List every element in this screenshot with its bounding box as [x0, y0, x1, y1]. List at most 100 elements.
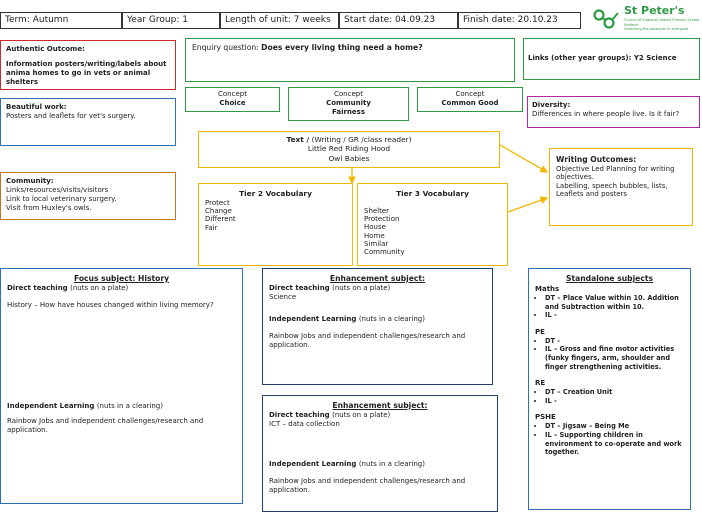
vocab-word: Protection	[364, 215, 400, 224]
concept-choice-box: Concept Choice	[185, 87, 280, 112]
direct-teaching-note: (nuts on a plate)	[70, 284, 129, 292]
school-tagline: Unlocking the potential in everyone	[624, 27, 689, 32]
subject-item: IL – Supporting children in environment …	[545, 431, 684, 457]
tier3-title: Tier 3 Vocabulary	[396, 189, 469, 198]
independent-learning-note: (nuts in a clearing)	[358, 315, 425, 323]
focus-subject-box: Focus subject: History Direct teaching (…	[0, 268, 243, 504]
subject-item: DT -	[545, 337, 684, 346]
subject-item: DT – Place Value within 10. Addition and…	[545, 294, 684, 311]
independent-learning-label: Independent Learning	[269, 460, 359, 468]
community-title: Community:	[6, 177, 54, 185]
book-title: Little Red Riding Hood	[307, 144, 391, 154]
authentic-outcome-box: Authentic Outcome: Information posters/w…	[0, 40, 176, 90]
standalone-subjects-box: Standalone subjects Maths DT – Place Val…	[528, 268, 691, 510]
concept-value: Community Fairness	[326, 99, 371, 116]
direct-teaching-label: Direct teaching	[7, 284, 71, 292]
enhancement-independent-learning-text: Rainbow Jobs and independent challenges/…	[269, 332, 466, 349]
concept-value: Choice	[219, 99, 246, 107]
links-text: Links (other year groups): Y2 Science	[528, 54, 677, 62]
community-line: Link to local veterinary surgery.	[6, 195, 117, 203]
vocab-word: House	[364, 223, 386, 232]
finish-date-text: Finish date: 20.10.23	[463, 15, 558, 25]
enhancement-independent-learning-text: Rainbow Jobs and independent challenges/…	[269, 477, 466, 494]
concept-label: Concept	[334, 90, 363, 98]
start-date-text: Start date: 04.09.23	[344, 15, 436, 25]
school-subtitle-line2: Seaford	[624, 22, 638, 27]
enquiry-question-text: Does every living thing need a home?	[261, 43, 423, 52]
writing-outcomes-line: Labelling, speech bubbles, lists, Leafle…	[556, 181, 668, 199]
enhancement-subject-box-1: Enhancement subject: Direct teaching (nu…	[262, 268, 493, 385]
concept-label: Concept	[455, 90, 485, 98]
tier2-title: Tier 2 Vocabulary	[239, 189, 312, 198]
enhancement-direct-teaching-text: Science	[269, 293, 297, 301]
community-box: Community: Links/resources/visits/visito…	[0, 172, 176, 220]
keys-logo-icon	[593, 9, 619, 29]
independent-learning-label: Independent Learning	[269, 315, 359, 323]
tier3-vocabulary-box: Tier 3 Vocabulary Shelter Protection Hou…	[357, 183, 508, 266]
independent-learning-note: (nuts in a clearing)	[358, 460, 425, 468]
independent-learning-note: (nuts in a clearing)	[96, 402, 163, 410]
tier2-vocabulary-box: Tier 2 Vocabulary Protect Change Differe…	[198, 183, 353, 266]
length-text: Length of unit: 7 weeks	[225, 15, 331, 25]
arrow-tier3-to-writing	[507, 196, 549, 213]
enhancement-direct-teaching-text: ICT – data collection	[269, 420, 340, 428]
authentic-outcome-text: Information posters/writing/labels about…	[6, 60, 167, 86]
diversity-box: Diversity: Differences in where people l…	[527, 96, 700, 128]
vocab-word: Fair	[205, 223, 218, 232]
school-name: St Peter's	[624, 4, 685, 17]
diversity-title: Diversity:	[532, 101, 571, 109]
beautiful-work-title: Beautiful work:	[6, 103, 67, 111]
focus-independent-learning-text: Rainbow Jobs and independent challenges/…	[7, 417, 204, 434]
book-title: Owl Babies	[328, 153, 370, 163]
year-group-cell: Year Group: 1	[122, 12, 220, 29]
direct-teaching-label: Direct teaching	[269, 411, 333, 419]
year-group-text: Year Group: 1	[127, 15, 188, 25]
text-detail: (Writing / GR /class reader)	[311, 135, 412, 144]
subject-item: IL -	[545, 397, 684, 406]
enhancement-title: Enhancement subject:	[332, 401, 428, 410]
direct-teaching-note: (nuts on a plate)	[332, 284, 391, 292]
subject-item: IL -	[545, 311, 684, 320]
writing-outcomes-box: Writing Outcomes: Objective Led Planning…	[549, 148, 693, 226]
beautiful-work-box: Beautiful work: Posters and leaflets for…	[0, 98, 176, 146]
focus-direct-teaching-text: History – How have houses changed within…	[7, 301, 214, 309]
focus-subject-title: Focus subject: History	[73, 274, 170, 283]
school-subtitle: Church of England (Aided) Primary School…	[624, 18, 699, 32]
independent-learning-label: Independent Learning	[7, 402, 97, 410]
subject-name-maths: Maths	[535, 285, 560, 293]
beautiful-work-text: Posters and leaflets for vet's surgery.	[6, 112, 136, 120]
diversity-text: Differences in where people live. Is it …	[532, 110, 680, 118]
direct-teaching-note: (nuts on a plate)	[332, 411, 391, 419]
school-subtitle-line1: Church of England (Aided) Primary School	[624, 18, 700, 22]
enquiry-label: Enquiry question:	[192, 43, 262, 52]
text-label: Text /	[286, 135, 312, 144]
writing-outcomes-line: Objective Led Planning for writing objec…	[556, 165, 675, 182]
subject-item: DT – Jigsaw – Being Me	[545, 422, 684, 431]
authentic-outcome-title: Authentic Outcome:	[6, 45, 85, 53]
concept-value: Common Good	[441, 99, 499, 107]
concept-common-good-box: Concept Common Good	[417, 87, 523, 112]
arrow-text-to-writing	[499, 144, 549, 173]
subject-item: IL – Gross and fine motor activities (fu…	[545, 345, 684, 371]
subject-name-pe: PE	[535, 327, 545, 336]
vocab-word: Similar	[364, 239, 389, 248]
term-cell: Term: Autumn	[0, 12, 122, 29]
writing-outcomes-title: Writing Outcomes:	[556, 155, 637, 164]
term-text: Term: Autumn	[5, 15, 69, 25]
standalone-title: Standalone subjects	[566, 274, 653, 283]
vocab-word: Protect	[205, 199, 230, 207]
concept-community-box: Concept Community Fairness	[288, 87, 409, 121]
subject-name-re: RE	[535, 379, 546, 388]
community-line: Links/resources/visits/visitors	[6, 186, 109, 194]
vocab-word: Change	[205, 207, 232, 216]
subject-item: DT – Creation Unit	[545, 388, 684, 397]
links-box: Links (other year groups): Y2 Science	[523, 38, 700, 80]
text-reader-box: Text / (Writing / GR /class reader) Litt…	[198, 131, 500, 168]
length-cell: Length of unit: 7 weeks	[220, 12, 339, 29]
subject-name-pshe: PSHE	[535, 413, 556, 422]
direct-teaching-label: Direct teaching	[269, 284, 333, 292]
vocab-word: Community	[364, 248, 405, 257]
start-date-cell: Start date: 04.09.23	[339, 12, 458, 29]
school-logo: St Peter's Church of England (Aided) Pri…	[592, 4, 700, 32]
